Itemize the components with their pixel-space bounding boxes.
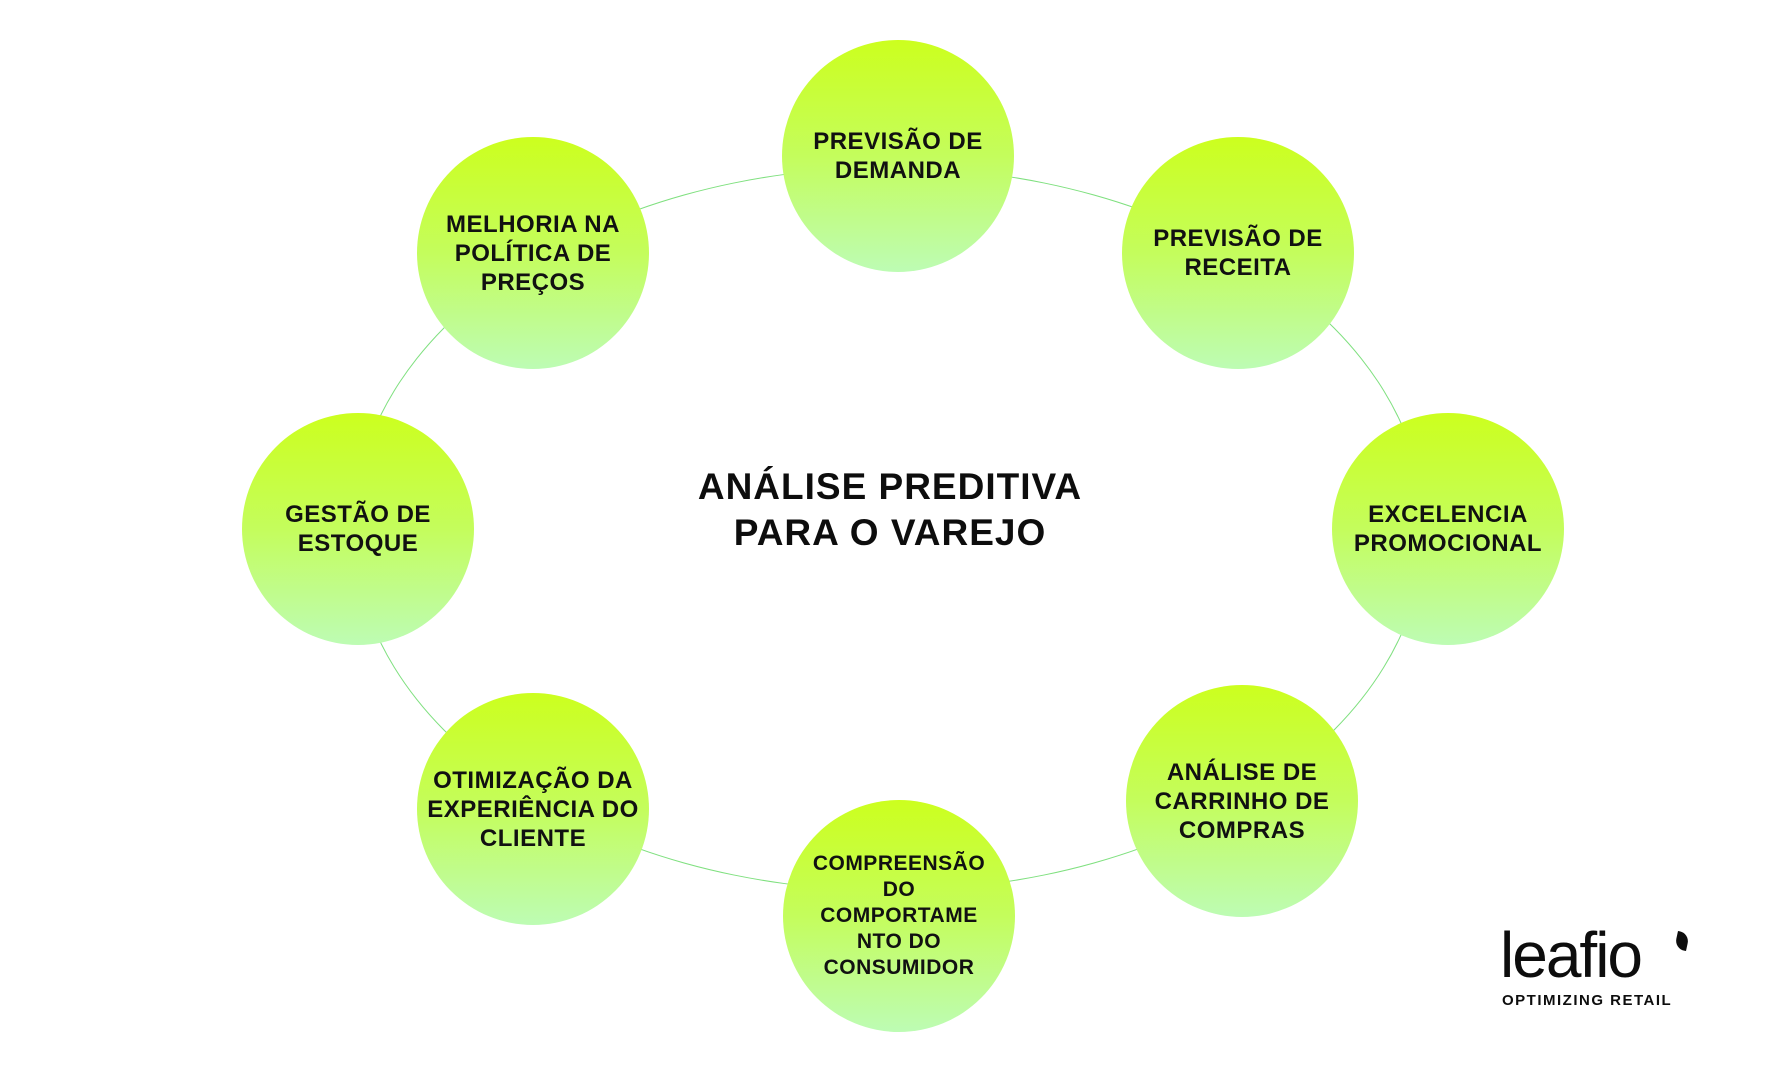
logo-wordmark: leafio <box>1500 919 1643 991</box>
node-experiencia-cliente: OTIMIZAÇÃO DA EXPERIÊNCIA DO CLIENTE <box>417 693 649 925</box>
node-analise-carrinho: ANÁLISE DE CARRINHO DE COMPRAS <box>1126 685 1358 917</box>
node-label: COMPREENSÃO DO COMPORTAME NTO DO CONSUMI… <box>812 852 986 979</box>
node-previsao-demanda: PREVISÃO DE DEMANDA <box>782 40 1014 272</box>
node-comportamento-consumidor: COMPREENSÃO DO COMPORTAME NTO DO CONSUMI… <box>783 800 1015 1032</box>
node-label: PREVISÃO DE RECEITA <box>1153 225 1323 281</box>
node-excelencia-promocional: EXCELENCIA PROMOCIONAL <box>1332 413 1564 645</box>
leaf-icon <box>1674 930 1690 952</box>
leafio-logo: leafio OPTIMIZING RETAIL <box>1500 920 1700 1020</box>
node-label: OTIMIZAÇÃO DA EXPERIÊNCIA DO CLIENTE <box>427 766 639 852</box>
node-label: MELHORIA NA POLÍTICA DE PREÇOS <box>446 210 620 296</box>
logo-tagline: OPTIMIZING RETAIL <box>1502 992 1673 1009</box>
node-politica-precos: MELHORIA NA POLÍTICA DE PREÇOS <box>417 137 649 369</box>
node-label: GESTÃO DE ESTOQUE <box>285 501 431 557</box>
node-label: PREVISÃO DE DEMANDA <box>813 128 983 184</box>
diagram-title: ANÁLISE PREDITIVA PARA O VAREJO <box>697 466 1083 553</box>
node-previsao-receita: PREVISÃO DE RECEITA <box>1122 137 1354 369</box>
node-gestao-estoque: GESTÃO DE ESTOQUE <box>242 413 474 645</box>
node-label: EXCELENCIA PROMOCIONAL <box>1353 501 1543 557</box>
node-label: ANÁLISE DE CARRINHO DE COMPRAS <box>1154 758 1330 844</box>
